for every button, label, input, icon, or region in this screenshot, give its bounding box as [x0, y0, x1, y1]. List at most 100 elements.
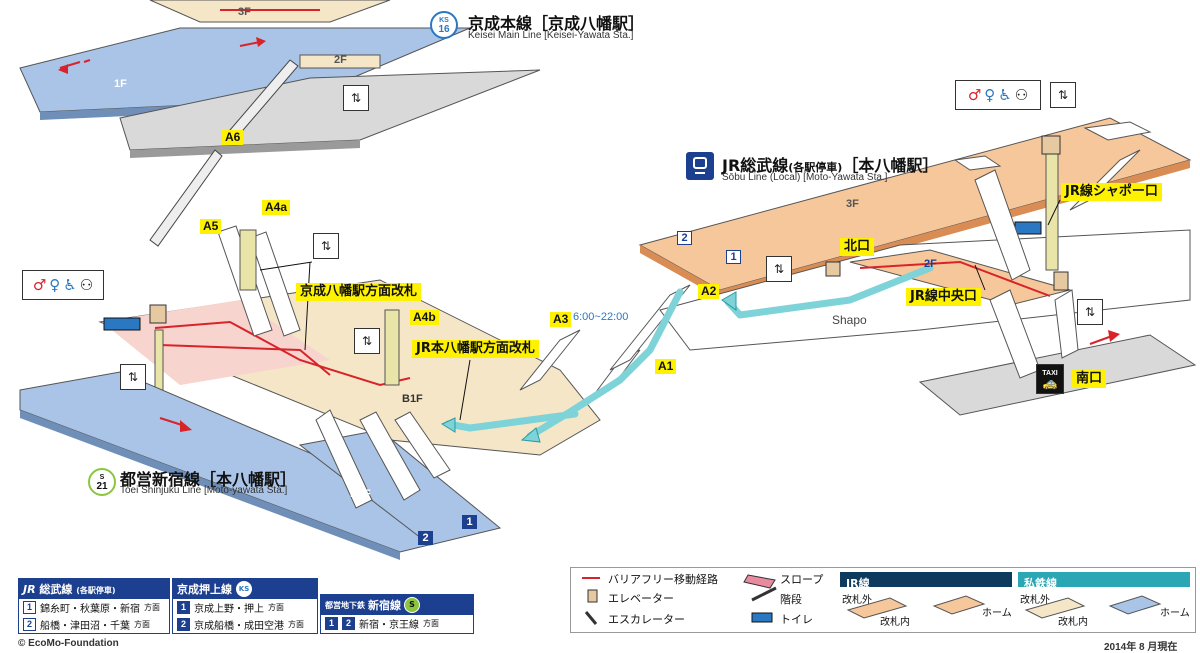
toei-line-title: 都営新宿線［本八幡駅］ [120, 470, 297, 489]
legend-jr-inside-gate: 改札内 [880, 617, 910, 628]
floor-label-jr-3f: 3F [846, 198, 859, 210]
legend-private-outside-gate: 改札外 [1020, 595, 1050, 606]
elevator-icon: ⇅ [1050, 82, 1076, 108]
legend-jr-row-1: 1 錦糸町・秋葉原・新宿 方面 [19, 599, 169, 616]
floor-label-b3f: B3F [350, 488, 371, 500]
sign-jr-shapo-exit: JR線シャポー口 [1061, 183, 1162, 201]
badge-number: 21 [96, 481, 108, 492]
wheelchair-icon: ♿ [998, 86, 1012, 104]
legend-toei-title: 新宿線 [368, 599, 401, 612]
legend-jr-title: 総武線 [39, 583, 73, 596]
date-note: 2014年 8 月現在 [1104, 642, 1178, 653]
platform-toei-1: 1 [462, 515, 477, 529]
wheelchair-icon: ♿ [63, 276, 77, 294]
jr-line-title: JR総武線(各駅停車)［本八幡駅］ [722, 152, 938, 176]
direction-text: 錦糸町・秋葉原・新宿 [40, 604, 140, 615]
exit-a6: A6 [222, 130, 244, 145]
floor-label-keisei-3f: 3F [238, 6, 251, 18]
platform-number: 2 [23, 618, 36, 631]
platform-number: 2 [342, 617, 355, 630]
copyright: © EcoMo-Foundation [18, 638, 119, 649]
legend-jr-home: ホーム [982, 608, 1012, 619]
platform-jr-1: 1 [726, 250, 741, 264]
exit-a4b: A4b [410, 310, 439, 325]
platform-number: 1 [177, 601, 190, 614]
badge-number: 16 [438, 24, 450, 35]
jr-line-subtitle: Sōbu Line (Local) [Moto-Yawata Sta.] [722, 172, 888, 183]
legend-toei-shinjuku: 都営地下鉄 新宿線 S 1 2 新宿・京王線 方面 [320, 594, 474, 634]
elevator-b1f [149, 304, 167, 324]
sign-keisei-gate: 京成八幡駅方面改札 [296, 283, 422, 301]
legend-keisei-row-1: 1 京成上野・押上 方面 [173, 599, 317, 616]
elevator-icon: ⇅ [120, 364, 146, 390]
elevator-icon: ⇅ [1077, 299, 1103, 325]
jr-title-station: ［本八幡駅］ [842, 156, 939, 175]
exit-a2: A2 [698, 284, 720, 299]
legend-keisei-oshiage: 京成押上線 KS 1 京成上野・押上 方面 2 京成船橋・成田空港 方面 [172, 578, 318, 634]
legend-keisei-title: 京成押上線 [177, 583, 232, 596]
toilet-icons-b1f: ♂ ♀ ♿ ⚇ [22, 270, 104, 300]
keisei-line-subtitle: Keisei Main Line [Keisei-Yawata Sta.] [468, 30, 634, 41]
baby-care-icon: ⚇ [79, 276, 94, 294]
legend-keisei-row-2: 2 京成船橋・成田空港 方面 [173, 616, 317, 633]
legend-escalator: エスカレーター [608, 613, 685, 626]
direction-text: 新宿・京王線 [359, 620, 419, 631]
legend-jr-outside-gate: 改札外 [842, 595, 872, 606]
sign-jr-gate: JR本八幡駅方面改札 [412, 340, 539, 358]
toilet-block-b1f [103, 317, 141, 331]
elevator-a4a [239, 229, 257, 291]
legend-private-line-header: 私鉄線 [1018, 572, 1190, 590]
legend-toilet: トイレ [780, 613, 813, 626]
male-toilet-icon: ♂ [32, 276, 47, 294]
direction-text: 船橋・津田沼・千葉 [40, 621, 130, 632]
legend-elevator: エレベーター [608, 592, 674, 605]
elevator-icon: ⇅ [313, 233, 339, 259]
direction-suffix: 方面 [423, 619, 439, 628]
elevator-icon: ⇅ [354, 328, 380, 354]
legend-private-inside-gate: 改札内 [1058, 617, 1088, 628]
sign-minamiguchi: 南口 [1072, 370, 1107, 388]
legend-toei-row: 1 2 新宿・京王線 方面 [321, 615, 473, 632]
ks-badge-icon: KS [236, 581, 252, 597]
keisei-ks16-badge: KS 16 [430, 11, 458, 39]
male-toilet-icon: ♂ [967, 86, 982, 104]
badge-code: KS [439, 17, 449, 24]
legend-stairs: 階段 [780, 593, 802, 606]
exit-a3-hours: 6:00~22:00 [573, 311, 629, 323]
legend-private-home: ホーム [1160, 608, 1190, 619]
taxi-icon: TAXI 🚕 [1036, 364, 1064, 394]
floor-label-keisei-1f: 1F [114, 78, 127, 90]
direction-suffix: 方面 [134, 620, 150, 629]
label-shapo: Shapo [832, 313, 867, 327]
legend-toei-header: 都営地下鉄 新宿線 S [321, 595, 473, 615]
legend-barrier-free: バリアフリー移動経路 [608, 573, 718, 586]
sign-jr-central: JR線中央口 [906, 288, 981, 306]
direction-text: 京成上野・押上 [194, 604, 264, 615]
legend-slope: スロープ [780, 573, 824, 586]
platform-number: 1 [325, 617, 338, 630]
elevator-icon: ⇅ [766, 256, 792, 282]
legend-jr-sobu: JR 総武線 (各駅停車) 1 錦糸町・秋葉原・新宿 方面 2 船橋・津田沼・千… [18, 578, 170, 634]
exit-a5: A5 [200, 219, 222, 234]
exit-a1: A1 [655, 359, 677, 374]
taxi-label: TAXI [1042, 369, 1058, 377]
legend-jr-line-label: JR線 [846, 577, 870, 590]
direction-suffix: 方面 [288, 620, 304, 629]
s-badge-icon: S [404, 597, 420, 613]
direction-text: 京成船橋・成田空港 [194, 621, 284, 632]
elevator-a4b [384, 309, 400, 386]
platform-number: 2 [177, 618, 190, 631]
platform-number: 1 [23, 601, 36, 614]
elevator-jr [1045, 149, 1059, 271]
legend-symbols-graphics [582, 574, 1162, 625]
floor-label-jr-2f: 2F [924, 258, 937, 270]
elevator-icon: ⇅ [343, 85, 369, 111]
legend-keisei-header: 京成押上線 KS [173, 579, 317, 599]
jr-title-main: JR総武線 [722, 156, 789, 175]
legend-symbols-panel [570, 567, 1196, 633]
platform-jr-2: 2 [677, 231, 692, 245]
platform-toei-2: 2 [418, 531, 433, 545]
stairs-to-b3f [315, 409, 451, 509]
direction-suffix: 方面 [144, 603, 160, 612]
